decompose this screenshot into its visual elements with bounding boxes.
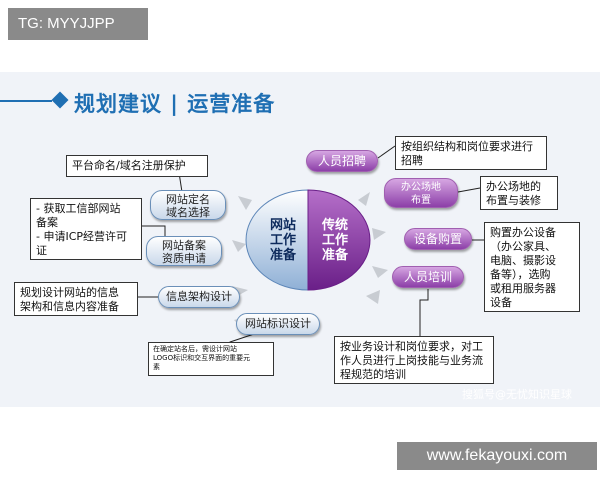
- arrow-icon: [372, 266, 388, 278]
- center-right-text: 传统 工作 准备: [321, 218, 348, 263]
- note-training: 按业务设计和岗位要求，对工 作人员进行上岗技能与业务流 程规范的培训: [334, 336, 494, 384]
- title-line: [0, 100, 52, 102]
- connector-right-2: [457, 187, 481, 193]
- arrow-icon: [232, 240, 246, 252]
- node-recruitment: 人员招聘: [306, 150, 378, 172]
- watermark-outer: www.fekayouxi.com: [397, 442, 597, 470]
- connector-right-1: [377, 145, 396, 159]
- center-left-text: 网站 工作 准备: [269, 218, 296, 263]
- note-info-architecture: 规划设计网站的信息 架构和信息内容准备: [14, 282, 138, 316]
- note-logo-design: 在确定站名后，需设计网站 LOGO标识和交互界面的重要元 素: [148, 342, 274, 376]
- node-office-layout: 办公场地 布置: [384, 178, 458, 208]
- node-site-filing: 网站备案 资质申请: [146, 236, 222, 266]
- node-equipment: 设备购置: [404, 228, 472, 250]
- arrow-icon: [372, 228, 386, 240]
- node-site-logo: 网站标识设计: [236, 313, 320, 335]
- node-training: 人员培训: [392, 266, 464, 288]
- arrow-icon: [366, 290, 380, 304]
- arrow-icon: [358, 192, 370, 206]
- center-right-half: [307, 189, 371, 291]
- note-icp-filing: - 获取工信部网站 备案 - 申请ICP经营许可 证: [30, 198, 142, 260]
- watermark-inner: 搜狐号@无忧知识星球: [462, 388, 572, 401]
- note-domain-protection: 平台命名/域名注册保护: [66, 155, 208, 177]
- connector-right-4: [419, 289, 429, 336]
- note-recruitment: 按组织结构和岗位要求进行 招聘: [395, 136, 547, 170]
- top-tag: TG: MYYJJPP: [8, 8, 148, 40]
- node-info-architecture: 信息架构设计: [158, 286, 240, 308]
- center-left-half: [245, 189, 309, 291]
- connector-left-2: [142, 225, 166, 238]
- note-office-layout: 办公场地的 布置与装修: [480, 176, 558, 210]
- note-equipment: 购置办公设备 （办公家具、 电脑、摄影设 备等），选购 或租用服务器 设备: [484, 222, 580, 312]
- page-title: 规划建议 | 运营准备: [74, 92, 276, 116]
- arrow-icon: [238, 196, 252, 210]
- node-site-naming: 网站定名 域名选择: [150, 190, 226, 220]
